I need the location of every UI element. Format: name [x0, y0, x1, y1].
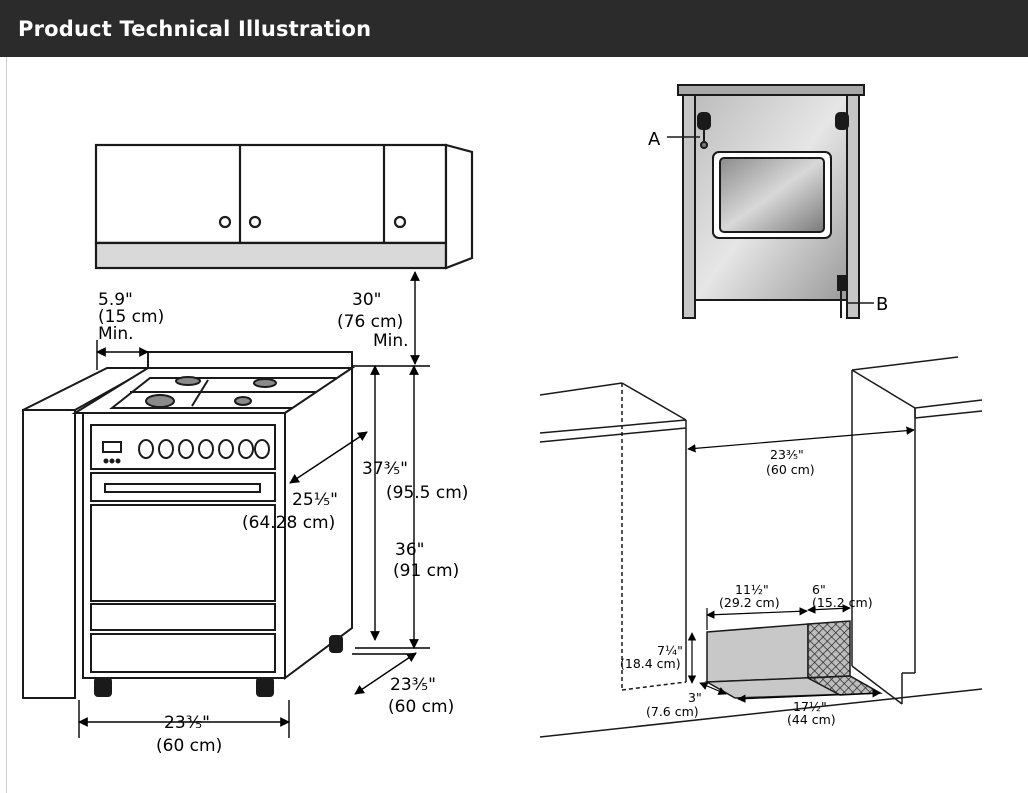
hood-clearance-metric: (76 cm) [337, 312, 403, 332]
cutout-zones [704, 620, 883, 699]
total-height-metric: (95.5 cm) [386, 483, 468, 503]
width-metric: (60 cm) [156, 736, 222, 756]
range-rear-view [667, 84, 874, 319]
left-border [6, 57, 7, 793]
counter-height-metric: (91 cm) [393, 561, 459, 581]
side-depth-value: 23³⁄₅" [390, 675, 436, 695]
side-depth-metric: (60 cm) [388, 697, 454, 717]
cutout-dimension-lines [687, 426, 915, 703]
header-bar: Product Technical Illustration [0, 0, 1028, 57]
counter-height-value: 36" [395, 540, 424, 560]
label-b: B [876, 294, 888, 315]
zone-offset-value: 6" [812, 582, 826, 597]
opening-width-metric: (60 cm) [766, 462, 815, 477]
zone-depth-offset-metric: (7.6 cm) [646, 704, 699, 719]
cutout-dimension-labels: 23³⁄₅" (60 cm) 11½" (29.2 cm) 6" (15.2 c… [620, 447, 873, 727]
zone-depth-value: 17½" [793, 699, 827, 714]
opening-width-value: 23³⁄₅" [770, 447, 804, 462]
cabinet-cutout-diagram [539, 356, 983, 738]
hood-clearance-value: 30" [352, 290, 381, 310]
label-a: A [648, 129, 661, 150]
range-hood [94, 143, 474, 270]
width-value: 23³⁄₅" [164, 713, 210, 733]
depth-value: 25¹⁄₅" [292, 490, 338, 510]
zone-height-value: 7¼" [657, 643, 683, 658]
zone-width-metric: (29.2 cm) [719, 595, 780, 610]
zone-width-value: 11½" [735, 582, 769, 597]
range-dimension-labels: 5.9" (15 cm) Min. 30" (76 cm) Min. 37³⁄₅… [98, 290, 468, 756]
technical-illustration: 5.9" (15 cm) Min. 30" (76 cm) Min. 37³⁄₅… [22, 84, 983, 756]
side-clearance-note: Min. [98, 324, 134, 344]
zone-height-metric: (18.4 cm) [620, 656, 681, 671]
side-clearance-value: 5.9" [98, 290, 133, 310]
side-clearance-metric: (15 cm) [98, 307, 164, 327]
zone-offset-metric: (15.2 cm) [812, 595, 873, 610]
range-dimension-lines [78, 271, 430, 738]
depth-metric: (64.28 cm) [242, 513, 335, 533]
zone-depth-metric: (44 cm) [787, 712, 836, 727]
total-height-value: 37³⁄₅" [362, 459, 408, 479]
hood-clearance-note: Min. [373, 331, 409, 351]
zone-depth-offset-value: 3" [688, 690, 702, 705]
page-title: Product Technical Illustration [18, 17, 372, 41]
